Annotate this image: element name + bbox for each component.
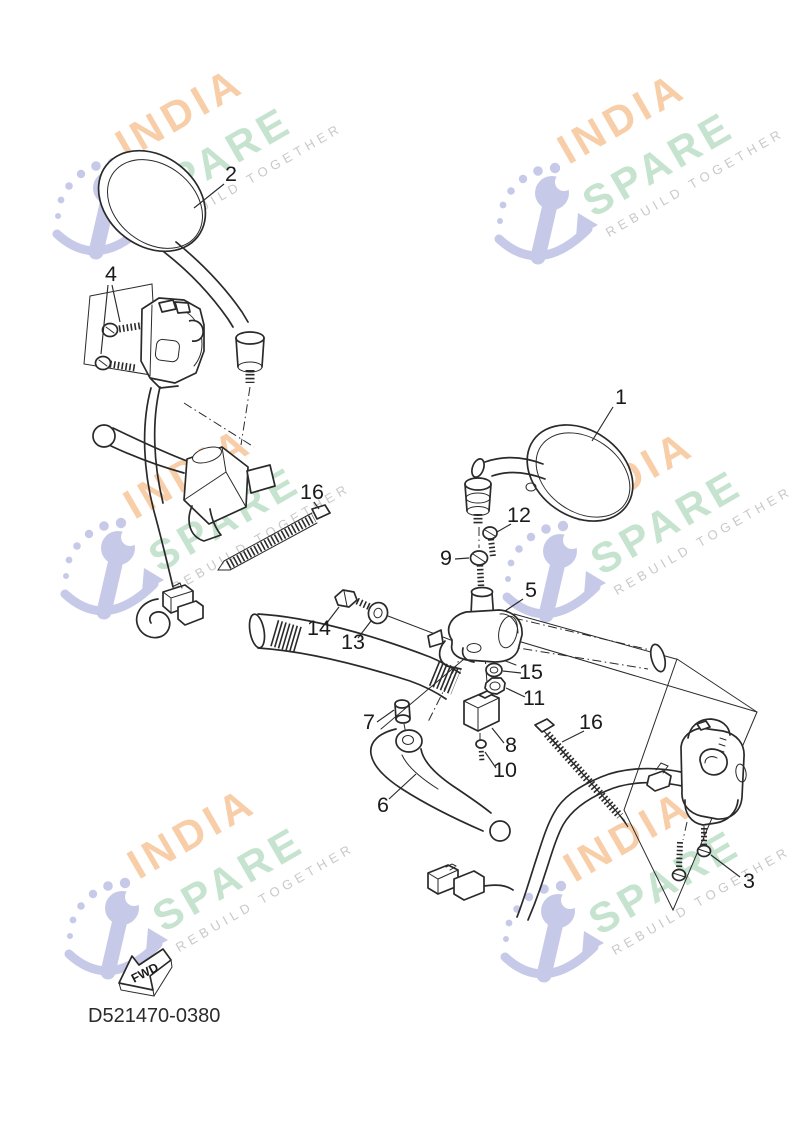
bolt-14 [334, 589, 374, 612]
callout-2: 2 [225, 162, 237, 186]
callout-8: 8 [505, 733, 517, 757]
washer-15 [485, 662, 503, 678]
drawing-code: D521470-0380 [88, 1005, 220, 1027]
callout-11: 11 [523, 686, 545, 710]
leader-line-4 [111, 284, 121, 323]
handlebar [248, 613, 667, 700]
leader-line-13 [357, 620, 372, 639]
fwd-arrow: FWD [118, 948, 173, 997]
leader-lines [100, 183, 741, 878]
leader-line-5 [504, 598, 524, 612]
fan-line-lower [490, 632, 758, 713]
callout-16: 16 [579, 710, 603, 734]
leader-line-16 [313, 501, 320, 510]
lever-assembly-left [92, 424, 276, 542]
callout-15: 15 [519, 660, 543, 684]
cable-tie-upper [217, 504, 331, 571]
leader-line-11 [505, 687, 526, 698]
assembly-axes [183, 386, 705, 844]
leader-line-6 [388, 773, 417, 800]
washer-13 [367, 601, 389, 625]
mount-plate-right [623, 658, 758, 912]
leader-line-3 [710, 854, 741, 878]
leader-line-1 [591, 406, 614, 442]
callout-5: 5 [525, 578, 537, 602]
leader-line-12 [496, 523, 512, 533]
leader-line-14 [325, 606, 340, 625]
leader-line-10 [484, 751, 497, 769]
callout-12: 12 [507, 503, 531, 527]
mirror-right [464, 424, 634, 525]
leader-line-8 [491, 727, 505, 744]
leader-line-9 [454, 557, 470, 560]
lever-6 [369, 728, 511, 842]
leader-line-2 [193, 183, 225, 209]
callout-13: 13 [341, 630, 365, 654]
switch-8 [463, 690, 500, 732]
handlebar-end [649, 643, 667, 673]
screws-right-switch [671, 828, 712, 882]
bolt-9 [469, 550, 489, 587]
leader-line-16 [561, 730, 585, 743]
callout-6: 6 [377, 793, 389, 817]
connector-bottom [427, 863, 514, 901]
bushing-7 [394, 699, 411, 724]
mirror-left-boss [235, 331, 265, 345]
callout-14: 14 [307, 616, 331, 640]
callout-9: 9 [440, 546, 452, 570]
leader-line-7 [376, 709, 395, 723]
callout-7: 7 [363, 710, 375, 734]
callout-10: 10 [493, 758, 517, 782]
callout-3: 3 [743, 869, 755, 893]
screw-10 [475, 739, 487, 763]
switch-left [140, 297, 205, 389]
callout-4: 4 [105, 262, 117, 286]
cable-tie-lower [534, 718, 629, 828]
mirror-right-boss [464, 477, 492, 491]
callout-1: 1 [615, 385, 627, 409]
wire-left [135, 386, 204, 639]
nut-11 [484, 677, 506, 695]
callout-16: 16 [300, 480, 324, 504]
leader-line-4 [100, 284, 109, 355]
leader-line-15 [502, 670, 522, 674]
switch-right [516, 718, 747, 921]
mirror-stand [427, 586, 523, 670]
bolt-12 [482, 526, 498, 558]
